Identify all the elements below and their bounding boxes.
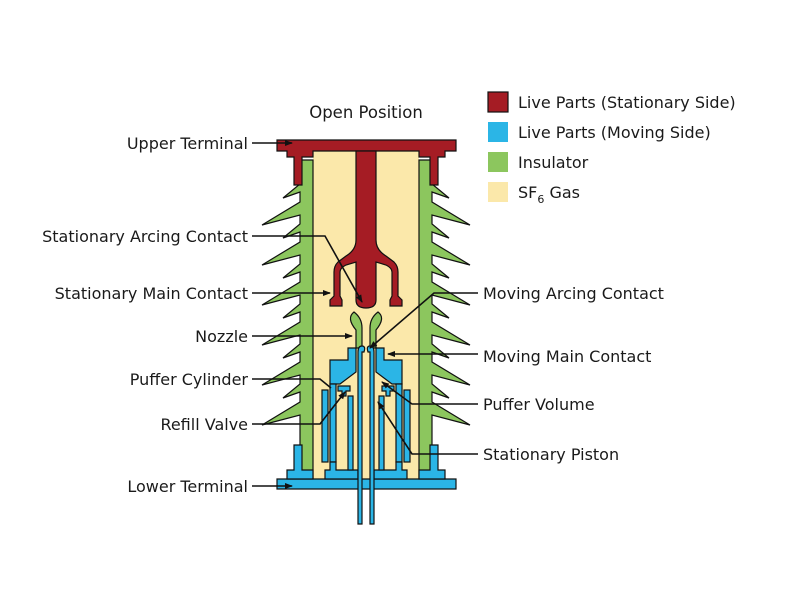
label-stationary-arcing-contact: Stationary Arcing Contact — [42, 227, 248, 246]
stationary-contact-assembly — [329, 150, 403, 309]
label-moving-arcing-contact: Moving Arcing Contact — [483, 284, 664, 303]
leader-puffer-cylinder — [252, 378, 332, 389]
legend-swatch-insulator — [488, 152, 508, 172]
label-moving-main-contact: Moving Main Contact — [483, 347, 651, 366]
piston-rod-right — [378, 395, 385, 471]
label-puffer-volume: Puffer Volume — [483, 395, 595, 414]
label-upper-terminal: Upper Terminal — [127, 134, 248, 153]
breaker-body — [261, 139, 471, 525]
legend-swatch-stationary — [487, 91, 509, 113]
legend-label-insulator: Insulator — [518, 153, 589, 172]
lower-flange-right — [418, 444, 446, 480]
leader-lines — [252, 140, 478, 489]
insulator-left — [261, 159, 314, 479]
leader-refill-valve — [252, 391, 346, 425]
leader-stationary-arcing — [252, 235, 363, 303]
legend-swatch-gas — [488, 182, 508, 202]
label-refill-valve: Refill Valve — [160, 415, 248, 434]
nozzle-shape-right — [369, 311, 383, 349]
puffer-sleeve-right — [403, 389, 411, 463]
labels-right: Moving Arcing Contact Moving Main Contac… — [483, 284, 664, 464]
upper-terminal-plate — [276, 139, 457, 186]
legend-label-moving: Live Parts (Moving Side) — [518, 123, 711, 142]
leader-moving-arcing — [369, 292, 478, 349]
leader-stationary-piston — [377, 401, 478, 455]
insulator-right — [418, 159, 471, 479]
legend: Live Parts (Stationary Side) Live Parts … — [487, 91, 736, 206]
puffer-sleeve-left — [321, 389, 329, 463]
label-lower-terminal: Lower Terminal — [127, 477, 248, 496]
diagram-title: Open Position — [309, 103, 423, 122]
nozzle-shape-left — [349, 311, 363, 349]
lower-terminal-plate — [276, 478, 457, 490]
legend-label-gas: SF6 Gas — [518, 183, 580, 206]
labels-left: Upper Terminal Stationary Arcing Contact… — [42, 134, 248, 496]
label-puffer-cylinder: Puffer Cylinder — [130, 370, 249, 389]
puffer-wall-left — [329, 383, 337, 463]
legend-swatch-moving — [488, 122, 508, 142]
lower-flange-left — [286, 444, 314, 480]
leader-puffer-volume — [381, 381, 478, 405]
label-stationary-piston: Stationary Piston — [483, 445, 619, 464]
piston-rod-left — [347, 395, 354, 471]
legend-label-stationary: Live Parts (Stationary Side) — [518, 93, 736, 112]
moving-arcing-contact-left — [357, 345, 366, 525]
piston-head-left — [337, 385, 351, 397]
label-stationary-main-contact: Stationary Main Contact — [55, 284, 248, 303]
label-nozzle: Nozzle — [195, 327, 248, 346]
